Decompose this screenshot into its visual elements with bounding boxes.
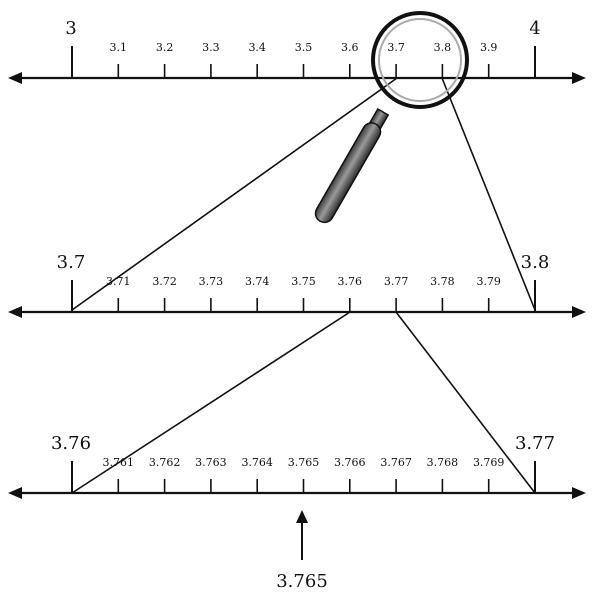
- arrow-right-icon: [572, 72, 586, 84]
- minor-tick-label: 3.765: [288, 456, 320, 469]
- major-label-end: 4: [529, 18, 540, 39]
- major-label-end: 3.8: [521, 252, 550, 273]
- minor-tick-label: 3.2: [156, 41, 174, 54]
- major-label-start: 3.76: [51, 433, 91, 454]
- minor-tick-label: 3.75: [291, 275, 316, 288]
- minor-tick-label: 3.73: [199, 275, 224, 288]
- minor-tick-label: 3.763: [195, 456, 227, 469]
- minor-tick-label: 3.74: [245, 275, 270, 288]
- minor-tick-label: 3.9: [480, 41, 498, 54]
- major-label-end: 3.77: [515, 433, 555, 454]
- minor-tick-label: 3.5: [295, 41, 313, 54]
- number-line-1: 3.1 3.2 3.3 3.4 3.5 3.6 3.7 3.8 3.9 3 4: [8, 18, 586, 84]
- major-label-start: 3: [65, 18, 76, 39]
- minor-tick-label: 3.1: [110, 41, 128, 54]
- minor-tick-label: 3.4: [248, 41, 266, 54]
- pointer-arrow: [296, 510, 308, 560]
- minor-tick-label: 3.7: [387, 41, 405, 54]
- minor-tick-label: 3.76: [338, 275, 363, 288]
- minor-tick-label: 3.8: [434, 41, 452, 54]
- minor-tick-label: 3.78: [430, 275, 455, 288]
- arrow-right-icon: [572, 306, 586, 318]
- minor-tick-label: 3.6: [341, 41, 359, 54]
- minor-tick-label: 3.762: [149, 456, 181, 469]
- minor-tick-label: 3.764: [241, 456, 273, 469]
- arrow-left-icon: [8, 306, 22, 318]
- minor-tick-label: 3.768: [427, 456, 459, 469]
- minor-tick-label: 3.72: [152, 275, 177, 288]
- zoom-connector-right-2: [396, 312, 535, 493]
- arrow-left-icon: [8, 487, 22, 499]
- minor-tick-label: 3.3: [202, 41, 220, 54]
- minor-tick-label: 3.77: [384, 275, 409, 288]
- minor-tick-label: 3.769: [473, 456, 505, 469]
- arrow-left-icon: [8, 72, 22, 84]
- arrow-right-icon: [572, 487, 586, 499]
- minor-tick-label: 3.79: [476, 275, 501, 288]
- pointer-label: 3.765: [276, 571, 328, 592]
- major-label-start: 3.7: [57, 252, 86, 273]
- minor-tick-label: 3.767: [380, 456, 412, 469]
- minor-tick-label: 3.766: [334, 456, 366, 469]
